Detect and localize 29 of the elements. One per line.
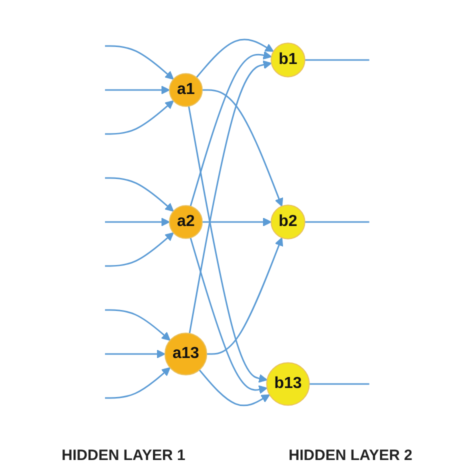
node-circle: a13: [164, 332, 208, 375]
connector: [309, 382, 370, 384]
arrow: [104, 217, 170, 226]
arrow: [190, 50, 272, 206]
node-circle: b13: [266, 362, 310, 406]
arrow: [104, 85, 170, 94]
arrow: [104, 44, 174, 80]
arrow: [104, 100, 174, 134]
layer-label: HIDDEN LAYER 2: [288, 447, 412, 464]
arrow: [188, 106, 268, 382]
arrow: [104, 232, 174, 266]
arrow: [198, 368, 270, 406]
connector: [304, 220, 370, 222]
node-circle: b1: [270, 42, 306, 77]
node-circle: b2: [270, 204, 306, 239]
connector: [304, 58, 370, 60]
arrow: [104, 176, 174, 212]
arrow: [190, 237, 268, 394]
arrow: [202, 217, 272, 226]
arrow: [188, 60, 272, 334]
arrow: [196, 38, 274, 78]
arrow: [202, 88, 283, 206]
arrow: [104, 366, 170, 398]
arrow: [206, 236, 283, 354]
node-circle: a1: [168, 72, 203, 106]
node-circle: a2: [168, 204, 203, 238]
arrow: [104, 308, 170, 340]
arrow: [104, 349, 166, 358]
layer-label: HIDDEN LAYER 1: [62, 447, 186, 464]
